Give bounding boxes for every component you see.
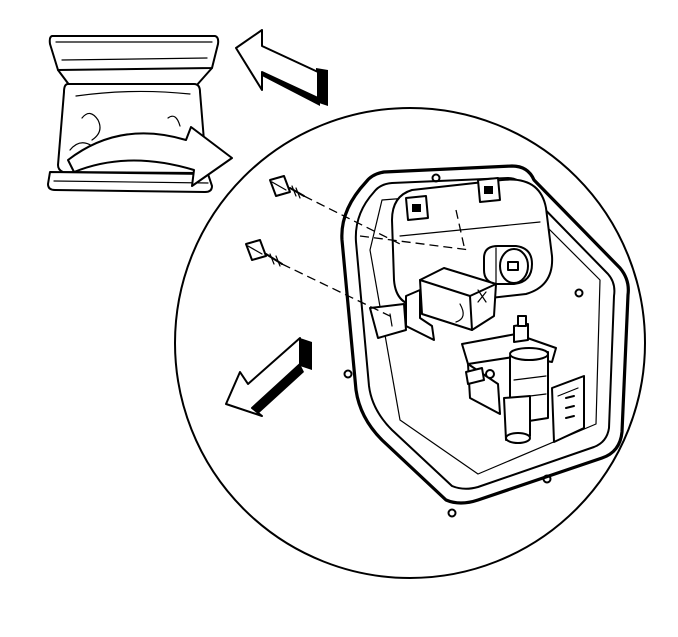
wiring-connector [551, 375, 585, 443]
mounting-screw-lower [245, 239, 395, 319]
console-backing-plate [340, 164, 630, 518]
arrow-down-left [225, 337, 312, 417]
arrow-up-left [235, 29, 328, 106]
plate-screw-bottom [447, 508, 457, 518]
arrow-curved-down-right [67, 126, 233, 187]
plate-screw-right [574, 288, 584, 298]
mounting-screw-upper [269, 175, 401, 245]
plate-screw-left [343, 369, 353, 379]
mounting-tab-right [477, 177, 501, 203]
relay-assembly [461, 315, 557, 444]
mounting-tab-left [405, 195, 429, 221]
overhead-console-overview [47, 35, 233, 193]
magnified-detail-circle [174, 107, 646, 579]
plate-screw-bottom-right [542, 474, 552, 484]
console-lid [48, 35, 220, 71]
switch-module [369, 267, 497, 341]
lamp-socket [483, 245, 533, 285]
plate-screw-top [431, 173, 441, 183]
